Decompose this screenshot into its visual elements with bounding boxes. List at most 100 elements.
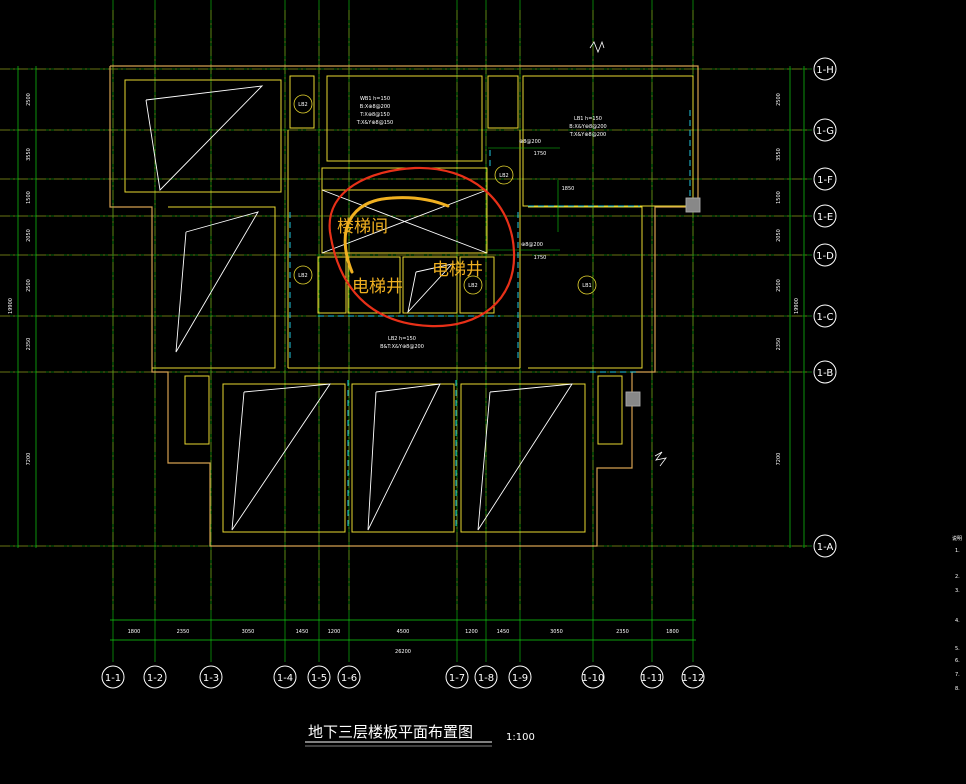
axis-bubble-1-A: 1-A: [813, 534, 837, 558]
notes-column: 说明 1. 2. 3. 4. 5. 6. 7. 8.: [952, 535, 962, 692]
svg-text:LB1 h=150: LB1 h=150: [574, 116, 602, 122]
svg-text:1-12: 1-12: [682, 673, 705, 684]
axis-bubble-1-4: 1-4: [273, 665, 297, 689]
svg-text:T:X⊕8@150: T:X⊕8@150: [359, 112, 390, 118]
svg-text:1-F: 1-F: [817, 175, 833, 186]
axis-bubble-1-G: 1-G: [813, 118, 837, 142]
drawing-title: 地下三层楼板平面布置图: [308, 723, 473, 741]
slab-tag-lb2-shaft: LB2: [463, 275, 483, 295]
small-dim-notes: ⊕8@200 1750 ⊕8@200 1750 1850: [488, 139, 574, 261]
axis-bubble-1-6: 1-6: [337, 665, 361, 689]
axis-bubble-1-7: 1-7: [445, 665, 469, 689]
left-total-dim: 19900: [8, 298, 14, 314]
axis-bubble-1-11: 1-11: [640, 665, 664, 689]
axis-bubble-1-2: 1-2: [143, 665, 167, 689]
svg-text:说明: 说明: [952, 535, 962, 542]
svg-text:1-G: 1-G: [816, 126, 834, 137]
bottom-span-dim: 1450: [497, 629, 510, 635]
left-span-dim: 2350: [26, 338, 32, 351]
svg-text:T:X&Y⊕8@200: T:X&Y⊕8@200: [569, 132, 606, 138]
wb1-note: WB1 h=150 B:X⊕8@200 T:X⊕8@150 T:X&Y⊕8@15…: [356, 96, 393, 126]
bottom-span-dim: 1450: [296, 629, 309, 635]
slab-tag-lb1: LB1: [577, 275, 597, 295]
left-span-dim: 1500: [26, 191, 32, 204]
svg-text:1-6: 1-6: [341, 673, 357, 684]
svg-text:1750: 1750: [534, 151, 547, 157]
slab-tag-lb2-right: LB2: [494, 165, 514, 185]
svg-text:1-7: 1-7: [449, 673, 465, 684]
lb1-note: LB1 h=150 B:X&Y⊕8@200 T:X&Y⊕8@200: [569, 116, 607, 138]
stair-room-annotation: 楼梯间: [337, 217, 388, 237]
svg-text:1750: 1750: [534, 255, 547, 261]
axis-bubble-1-F: 1-F: [813, 167, 837, 191]
svg-text:3.: 3.: [955, 588, 960, 594]
axis-bubble-1-12: 1-12: [681, 665, 705, 689]
right-span-dim: 3550: [776, 148, 782, 161]
axis-bubble-1-E: 1-E: [813, 204, 837, 228]
left-span-dim: 2500: [26, 279, 32, 292]
bottom-span-dim: 1800: [128, 629, 141, 635]
slab-tag-lb2-top: LB2: [293, 94, 313, 114]
elevator-shaft-annotation-right: 电梯井: [432, 260, 483, 280]
left-span-dim: 3550: [26, 148, 32, 161]
svg-text:LB2 h=150: LB2 h=150: [388, 336, 416, 342]
svg-text:1-4: 1-4: [277, 673, 293, 684]
bottom-span-dim: 1200: [328, 629, 341, 635]
svg-text:1-3: 1-3: [203, 673, 219, 684]
elevator-shaft-annotation-left: 电梯井: [352, 277, 403, 297]
svg-text:T:X&Y⊕8@150: T:X&Y⊕8@150: [356, 120, 393, 126]
right-span-dim: 2500: [776, 279, 782, 292]
svg-text:B:X&Y⊕8@200: B:X&Y⊕8@200: [569, 124, 606, 130]
right-total-dim: 19900: [794, 298, 800, 314]
right-span-dim: 1500: [776, 191, 782, 204]
bottom-span-dim: 4500: [397, 629, 410, 635]
bottom-span-dim: 2350: [616, 629, 629, 635]
slab-marks: [145, 85, 701, 531]
svg-text:1-D: 1-D: [816, 251, 834, 262]
axis-bubble-1-10: 1-10: [581, 665, 605, 689]
bottom-span-dim: 1200: [465, 629, 478, 635]
svg-text:B:X⊕8@200: B:X⊕8@200: [360, 104, 390, 110]
svg-text:1-5: 1-5: [311, 673, 327, 684]
axis-bubble-1-8: 1-8: [474, 665, 498, 689]
drawing-scale: 1:100: [506, 732, 535, 743]
svg-text:2.: 2.: [955, 574, 960, 580]
right-span-dim: 2350: [776, 338, 782, 351]
svg-text:1-E: 1-E: [817, 212, 833, 223]
svg-text:⊕8@200: ⊕8@200: [519, 139, 541, 145]
axis-bubble-1-9: 1-9: [508, 665, 532, 689]
axis-bubble-1-B: 1-B: [813, 360, 837, 384]
lb2-note: LB2 h=150 B&T:X&Y⊕8@200: [380, 336, 424, 350]
svg-text:1850: 1850: [562, 186, 575, 192]
axis-grid: [0, 10, 810, 610]
beam-dashed-lines: [289, 110, 691, 530]
axis-bubble-1-3: 1-3: [199, 665, 223, 689]
svg-text:LB2: LB2: [499, 173, 508, 179]
svg-text:B&T:X&Y⊕8@200: B&T:X&Y⊕8@200: [380, 344, 424, 350]
svg-text:1-C: 1-C: [817, 312, 834, 323]
axis-bubble-1-C: 1-C: [813, 304, 837, 328]
left-span-dim: 2050: [26, 229, 32, 242]
svg-text:1-2: 1-2: [147, 673, 163, 684]
svg-text:7.: 7.: [955, 672, 960, 678]
svg-text:1-A: 1-A: [817, 542, 834, 553]
svg-text:1-H: 1-H: [816, 65, 834, 76]
axis-bubble-1-D: 1-D: [813, 243, 837, 267]
drawing-title-block: 地下三层楼板平面布置图 1:100: [305, 723, 535, 747]
bottom-span-dim: 3050: [242, 629, 255, 635]
svg-text:LB2: LB2: [298, 102, 307, 108]
bottom-total-dim: 26200: [395, 649, 411, 655]
svg-text:1-9: 1-9: [512, 673, 528, 684]
hand-annotation-stroke: [328, 166, 516, 328]
svg-text:4.: 4.: [955, 618, 960, 624]
svg-text:8.: 8.: [955, 686, 960, 692]
bottom-span-dim: 1800: [666, 629, 679, 635]
svg-text:1-8: 1-8: [478, 673, 494, 684]
svg-text:6.: 6.: [955, 658, 960, 664]
svg-text:1.: 1.: [955, 548, 960, 554]
dimension-lines: [0, 0, 812, 662]
svg-text:1-B: 1-B: [817, 368, 834, 379]
svg-text:WB1 h=150: WB1 h=150: [360, 96, 390, 102]
